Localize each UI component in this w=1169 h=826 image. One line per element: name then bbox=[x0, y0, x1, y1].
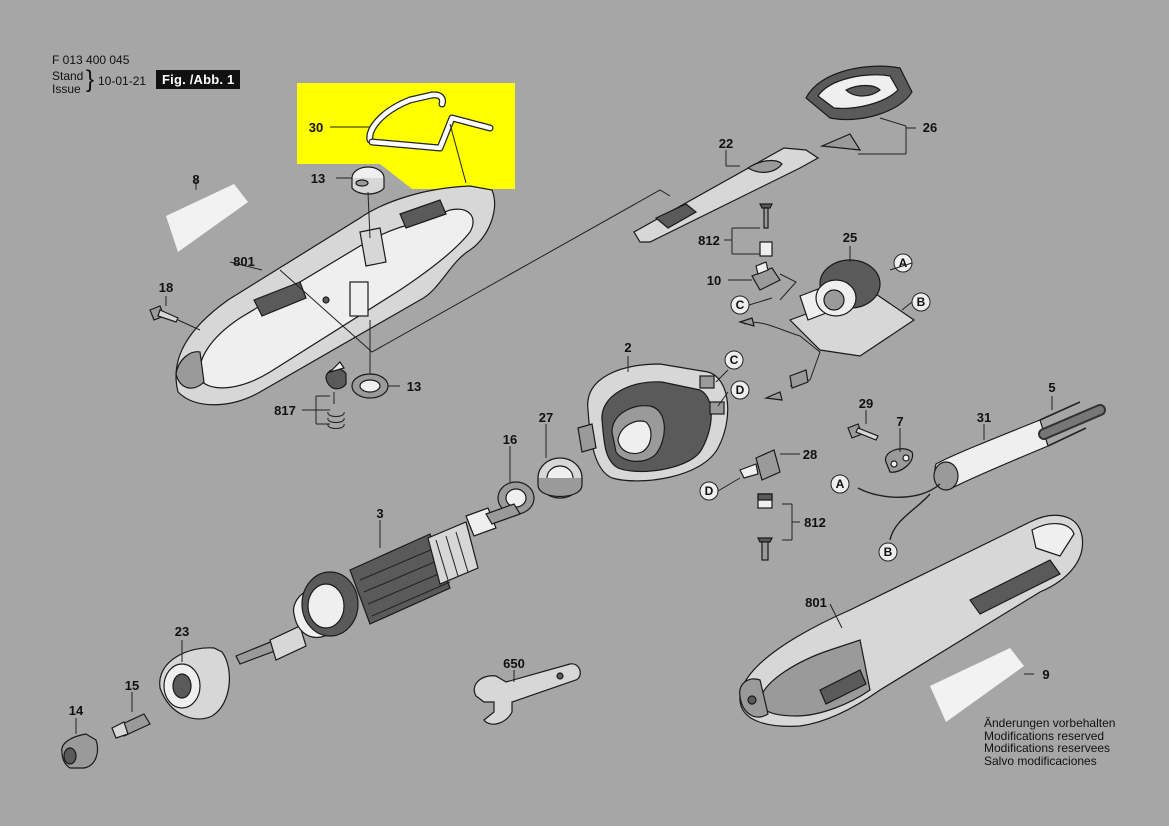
label-14: 14 bbox=[69, 703, 84, 718]
label-812-top: 812 bbox=[698, 233, 720, 248]
label-801-top: 801 bbox=[233, 254, 255, 269]
label-650: 650 bbox=[503, 656, 525, 671]
label-8: 8 bbox=[192, 172, 199, 187]
part-16-ring bbox=[497, 446, 535, 515]
label-26: 26 bbox=[923, 120, 937, 135]
svg-text:B: B bbox=[884, 545, 893, 559]
part-15-collet bbox=[111, 692, 151, 739]
label-30: 30 bbox=[309, 120, 323, 135]
connector-D-mid: D bbox=[730, 380, 750, 400]
part-7-clamp bbox=[884, 428, 914, 473]
label-2: 2 bbox=[624, 340, 631, 355]
note-fr: Modifications reservees bbox=[984, 741, 1111, 755]
connector-B-low: B bbox=[878, 542, 898, 562]
connector-A-low: A bbox=[830, 474, 850, 494]
part-650-wrench bbox=[473, 663, 581, 725]
label-5: 5 bbox=[1048, 380, 1055, 395]
label-9: 9 bbox=[1042, 667, 1049, 682]
part-14-nut bbox=[61, 718, 99, 769]
part-13-bearing bbox=[351, 320, 400, 399]
label-28: 28 bbox=[803, 447, 817, 462]
label-27: 27 bbox=[539, 410, 553, 425]
label-25: 25 bbox=[843, 230, 857, 245]
part-817-spindle-lock bbox=[302, 361, 347, 429]
label-22: 22 bbox=[719, 136, 733, 151]
part-28-brush-holder bbox=[739, 449, 800, 481]
stand-label: Stand bbox=[52, 69, 84, 83]
connector-B-top: B bbox=[911, 292, 931, 312]
part-31-cable-sleeve bbox=[933, 396, 1106, 491]
label-13-top: 13 bbox=[311, 171, 325, 186]
brace-symbol: } bbox=[86, 66, 95, 93]
svg-text:A: A bbox=[899, 256, 908, 270]
part-2-field-coil bbox=[577, 356, 729, 482]
modification-notes: Änderungen vorbehalten Modifications res… bbox=[984, 717, 1115, 767]
label-18: 18 bbox=[159, 280, 173, 295]
label-16: 16 bbox=[503, 432, 517, 447]
part-29-screw bbox=[847, 410, 879, 441]
label-3: 3 bbox=[376, 506, 383, 521]
part-812-brush-lower bbox=[757, 493, 800, 561]
label-29: 29 bbox=[859, 396, 873, 411]
label-23: 23 bbox=[175, 624, 189, 639]
doc-number: F 013 400 045 bbox=[52, 53, 130, 67]
svg-text:B: B bbox=[917, 295, 926, 309]
part-812-brush-upper bbox=[724, 203, 773, 257]
housing-half-upper bbox=[175, 185, 496, 406]
part-27-bearing bbox=[537, 424, 583, 499]
svg-text:C: C bbox=[736, 298, 745, 312]
connector-C-top: C bbox=[730, 295, 750, 315]
part-25-electronics bbox=[737, 246, 916, 401]
screw-18 bbox=[149, 296, 201, 331]
part-22-plate bbox=[633, 147, 820, 243]
label-card-9 bbox=[930, 648, 1024, 722]
label-card-8 bbox=[166, 184, 248, 252]
svg-text:D: D bbox=[705, 484, 714, 498]
label-13-bearing: 13 bbox=[407, 379, 421, 394]
label-817: 817 bbox=[274, 403, 296, 418]
note-de: Änderungen vorbehalten bbox=[984, 716, 1116, 730]
svg-text:C: C bbox=[730, 353, 739, 367]
connector-C-mid: C bbox=[724, 350, 744, 370]
part-3-armature bbox=[235, 503, 521, 665]
part-23-nut bbox=[159, 640, 230, 720]
issue-label: Issue bbox=[52, 82, 81, 96]
label-15: 15 bbox=[125, 678, 139, 693]
svg-text:D: D bbox=[736, 383, 745, 397]
label-31: 31 bbox=[977, 410, 991, 425]
svg-text:A: A bbox=[836, 477, 845, 491]
label-812-low: 812 bbox=[804, 515, 826, 530]
part-26-cover bbox=[805, 65, 916, 155]
note-es: Salvo modificaciones bbox=[984, 753, 1097, 768]
part-10-clip bbox=[728, 261, 797, 301]
connector-A-top: A bbox=[893, 253, 913, 273]
label-801-low: 801 bbox=[805, 595, 827, 610]
note-en: Modifications reserved bbox=[984, 728, 1105, 743]
figure-badge: Fig. /Abb. 1 bbox=[156, 70, 241, 89]
housing-half-lower bbox=[739, 514, 1084, 727]
label-10: 10 bbox=[707, 273, 721, 288]
connector-D-low: D bbox=[699, 481, 719, 501]
label-7: 7 bbox=[896, 414, 903, 429]
issue-date: 10-01-21 bbox=[98, 74, 147, 88]
